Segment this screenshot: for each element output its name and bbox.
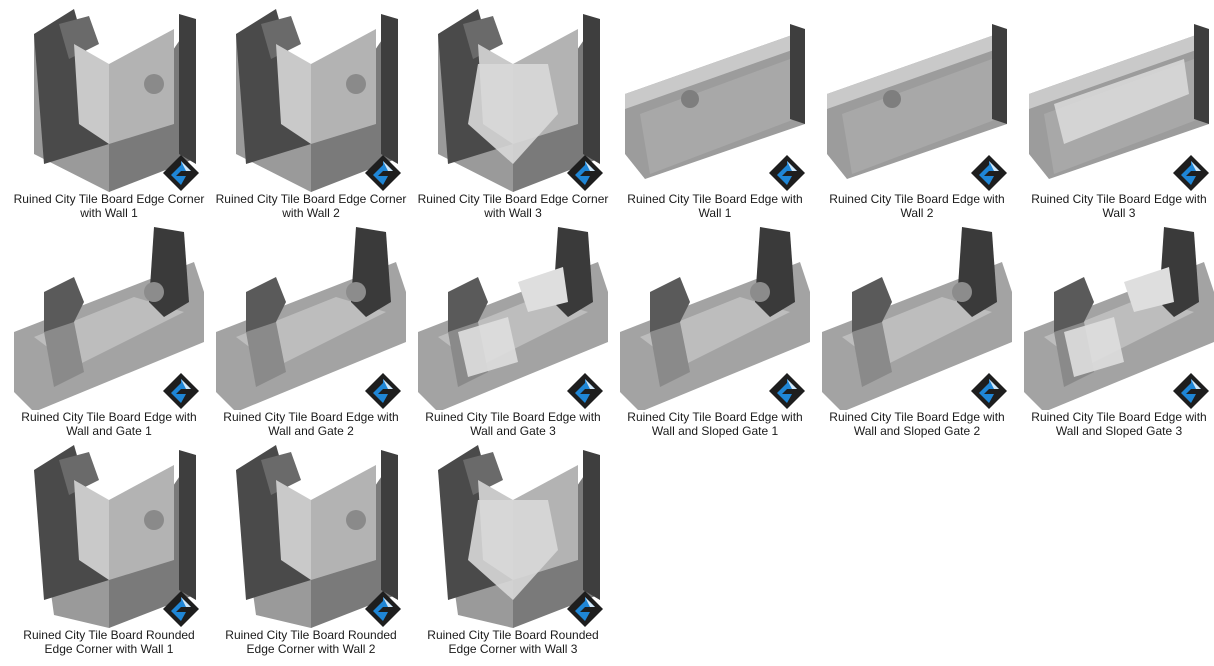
file-thumbnail (14, 4, 204, 192)
file-name-label: Ruined City Tile Board Edge Corner with … (13, 192, 205, 220)
file-name-label: Ruined City Tile Board Edge with Wall 3 (1031, 192, 1207, 220)
file-thumbnail (14, 222, 204, 410)
printer-3d-badge-icon (364, 590, 402, 628)
printer-3d-badge-icon (1172, 154, 1210, 192)
file-name-label: Ruined City Tile Board Rounded Edge Corn… (427, 628, 599, 656)
file-thumbnail (216, 4, 406, 192)
printer-3d-badge-icon (162, 590, 200, 628)
file-name-label: Ruined City Tile Board Edge Corner with … (417, 192, 609, 220)
printer-3d-badge-icon (768, 154, 806, 192)
printer-3d-badge-icon (1172, 372, 1210, 410)
file-name-label: Ruined City Tile Board Edge with Wall an… (627, 410, 803, 438)
file-item[interactable]: Ruined City Tile Board Edge Corner with … (210, 4, 412, 222)
file-item[interactable]: Ruined City Tile Board Edge with Wall an… (816, 222, 1018, 440)
file-thumbnail (418, 222, 608, 410)
file-name-label: Ruined City Tile Board Rounded Edge Corn… (23, 628, 195, 656)
file-thumbnail (822, 4, 1012, 192)
printer-3d-badge-icon (364, 154, 402, 192)
file-name-label: Ruined City Tile Board Edge with Wall an… (829, 410, 1005, 438)
file-name-label: Ruined City Tile Board Edge with Wall 2 (829, 192, 1005, 220)
file-name-label: Ruined City Tile Board Edge Corner with … (215, 192, 407, 220)
file-thumbnail (418, 440, 608, 628)
file-item[interactable]: Ruined City Tile Board Rounded Edge Corn… (412, 440, 614, 658)
printer-3d-badge-icon (566, 372, 604, 410)
printer-3d-badge-icon (566, 590, 604, 628)
printer-3d-badge-icon (566, 154, 604, 192)
file-item[interactable]: Ruined City Tile Board Edge with Wall an… (1018, 222, 1214, 440)
file-thumbnail (620, 222, 810, 410)
file-name-label: Ruined City Tile Board Rounded Edge Corn… (225, 628, 397, 656)
file-item[interactable]: Ruined City Tile Board Rounded Edge Corn… (210, 440, 412, 658)
printer-3d-badge-icon (162, 154, 200, 192)
file-item[interactable]: Ruined City Tile Board Edge with Wall 2 (816, 4, 1018, 222)
file-item[interactable]: Ruined City Tile Board Edge with Wall an… (412, 222, 614, 440)
file-grid: Ruined City Tile Board Edge Corner with … (8, 4, 1214, 664)
file-item[interactable]: Ruined City Tile Board Rounded Edge Corn… (8, 440, 210, 658)
file-item[interactable]: Ruined City Tile Board Edge Corner with … (8, 4, 210, 222)
file-item[interactable]: Ruined City Tile Board Edge with Wall 3 (1018, 4, 1214, 222)
file-thumbnail (216, 440, 406, 628)
file-name-label: Ruined City Tile Board Edge with Wall an… (425, 410, 601, 438)
file-item[interactable]: Ruined City Tile Board Edge with Wall an… (210, 222, 412, 440)
file-thumbnail (822, 222, 1012, 410)
file-item[interactable]: Ruined City Tile Board Edge with Wall an… (614, 222, 816, 440)
file-thumbnail (418, 4, 608, 192)
file-item[interactable]: Ruined City Tile Board Edge Corner with … (412, 4, 614, 222)
file-thumbnail (620, 4, 810, 192)
printer-3d-badge-icon (364, 372, 402, 410)
file-thumbnail (216, 222, 406, 410)
file-name-label: Ruined City Tile Board Edge with Wall an… (21, 410, 197, 438)
file-thumbnail (1024, 4, 1214, 192)
file-name-label: Ruined City Tile Board Edge with Wall an… (223, 410, 399, 438)
file-name-label: Ruined City Tile Board Edge with Wall an… (1031, 410, 1207, 438)
file-thumbnail (14, 440, 204, 628)
printer-3d-badge-icon (162, 372, 200, 410)
printer-3d-badge-icon (970, 372, 1008, 410)
printer-3d-badge-icon (970, 154, 1008, 192)
printer-3d-badge-icon (768, 372, 806, 410)
file-item[interactable]: Ruined City Tile Board Edge with Wall an… (8, 222, 210, 440)
file-thumbnail (1024, 222, 1214, 410)
file-item[interactable]: Ruined City Tile Board Edge with Wall 1 (614, 4, 816, 222)
file-name-label: Ruined City Tile Board Edge with Wall 1 (627, 192, 803, 220)
